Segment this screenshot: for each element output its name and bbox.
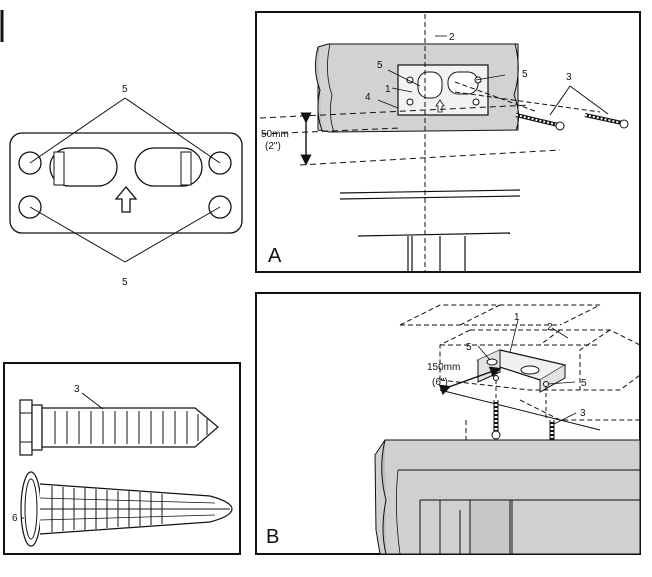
panel-a-label-4: 4 <box>365 92 371 103</box>
plate-slot-left <box>49 147 118 187</box>
dimension-arrow-b <box>438 366 502 396</box>
panel-a-label-2: 2 <box>449 32 455 43</box>
panel-a-dimension-mm: 50mm <box>261 129 289 140</box>
panel-b-letter: B <box>266 526 279 548</box>
panel-b-label-1: 1 <box>514 312 520 323</box>
panel-b-label-5-left: 5 <box>466 342 472 353</box>
panel-a: 2 5 1 4 5 3 50mm (2") A <box>255 11 641 273</box>
plate-outline <box>9 132 243 234</box>
up-arrow-icon <box>114 185 138 213</box>
slot-tab-left <box>53 151 65 186</box>
screw-figure: 3 <box>19 384 219 456</box>
panel-b-label-2: 2 <box>547 322 553 333</box>
panel-b-dimension-mm: 150mm <box>427 362 460 373</box>
plate-bottom-label: 5 <box>122 277 128 288</box>
screw-a-2 <box>584 113 629 129</box>
mounting-plate-figure: 5 5 <box>9 84 243 288</box>
panel-a-label-1: 1 <box>385 84 391 95</box>
panel-b-dimension-in: (6") <box>432 377 448 388</box>
hardware-box: 3 6 <box>3 362 241 555</box>
screw-label: 3 <box>74 384 80 395</box>
panel-a-letter: A <box>268 245 282 267</box>
plate-slot-right <box>134 147 203 187</box>
panel-a-label-5-right: 5 <box>522 69 528 80</box>
panel-a-label-5-left: 5 <box>377 60 383 71</box>
panel-b-label-5-right: 5 <box>581 378 587 389</box>
leader-line <box>124 206 221 263</box>
leader-line <box>124 97 221 164</box>
leader-line <box>29 97 126 164</box>
panel-b-label-3: 3 <box>580 408 586 419</box>
anchor-figure: 6 <box>12 471 233 547</box>
panel-a-label-3: 3 <box>566 72 572 83</box>
screw-a-1 <box>515 113 565 131</box>
anchor-label: 6 <box>12 513 18 524</box>
panel-b: 1 2 5 5 3 150mm (6") B <box>255 292 641 555</box>
plate-top-label: 5 <box>122 84 128 95</box>
screw-b-1 <box>491 400 501 440</box>
leader-line <box>29 206 126 263</box>
panel-a-dimension-in: (2") <box>265 141 281 152</box>
slot-tab-right <box>180 151 192 186</box>
